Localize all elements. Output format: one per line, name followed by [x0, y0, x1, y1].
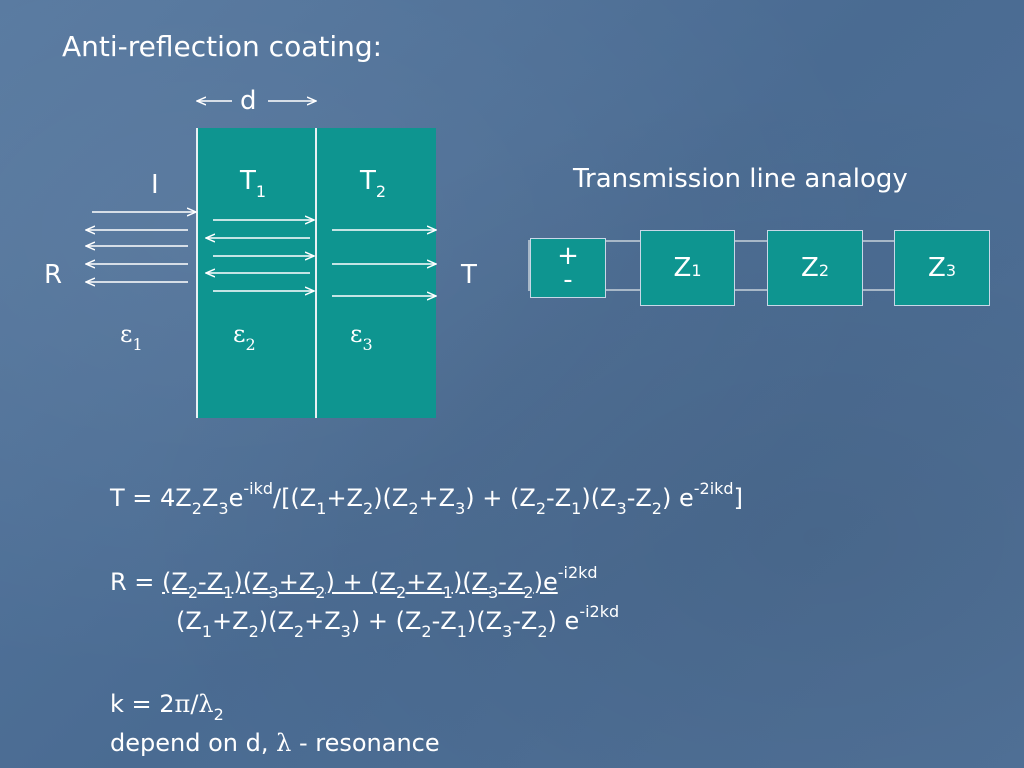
layer-left-edge: [196, 128, 198, 418]
source-minus: -: [563, 265, 573, 295]
wavenumber-equation: k = 2π/λ2: [110, 690, 224, 724]
slide-title: Anti-reflection coating:: [62, 30, 383, 63]
epsilon-3-label: ε3: [350, 320, 373, 354]
t1-label: T1: [240, 166, 267, 202]
resonance-note: depend on d, λ - resonance: [110, 729, 440, 757]
t2-label: T2: [360, 166, 387, 202]
line-top-wire: [530, 240, 990, 242]
reflection-denominator: (Z1+Z2)(Z2+Z3) + (Z2-Z1)(Z3-Z2) e-i2kd: [176, 602, 620, 641]
layer-interface: [315, 128, 317, 418]
source-plus: +: [557, 241, 579, 271]
voltage-source: + -: [530, 238, 606, 298]
epsilon-1-label: ε1: [120, 320, 143, 354]
analogy-title: Transmission line analogy: [573, 164, 908, 194]
thickness-label: d: [240, 86, 257, 116]
incident-label: I: [151, 170, 159, 200]
line-bottom-wire: [530, 289, 990, 291]
substrate-layer-3: [317, 128, 436, 418]
transmission-equation: T = 4Z2Z3e-ikd/[(Z1+Z2)(Z2+Z3) + (Z2-Z1)…: [110, 479, 743, 518]
reflected-label: R: [44, 260, 63, 290]
reflection-numerator: R = (Z2-Z1)(Z3+Z2) + (Z2+Z1)(Z3-Z2)e-i2k…: [110, 563, 598, 602]
transmitted-label: T: [461, 260, 477, 290]
epsilon-2-label: ε2: [233, 320, 256, 354]
line-left-end: [528, 240, 530, 291]
